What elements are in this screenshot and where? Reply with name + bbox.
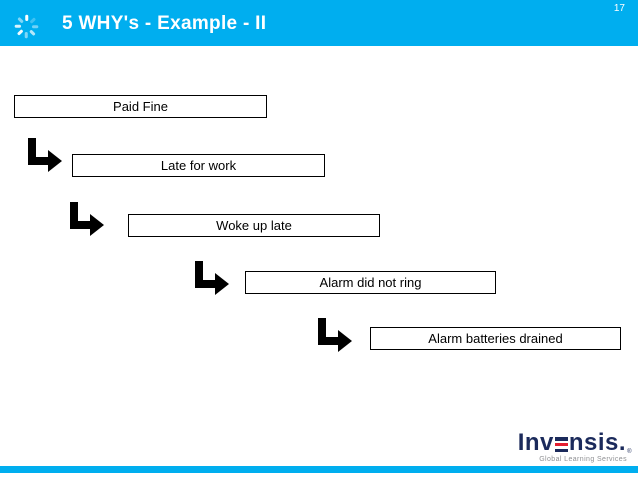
invensis-logo-wordmark: Inv nsis. ® bbox=[517, 429, 632, 456]
registered-mark: ® bbox=[627, 449, 632, 455]
elbow-arrow-icon bbox=[28, 138, 62, 172]
elbow-arrow-icon bbox=[70, 202, 104, 236]
logo-text-suffix: nsis. bbox=[568, 429, 627, 456]
why-box-late-for-work: Late for work bbox=[72, 154, 325, 177]
invensis-logo: Inv nsis. ® Global Learning Services bbox=[517, 429, 632, 464]
slide-title: 5 WHY's - Example - II bbox=[62, 13, 267, 34]
slide-header: 5 WHY's - Example - II 17 bbox=[0, 0, 638, 46]
why-box-label: Alarm batteries drained bbox=[428, 331, 563, 346]
bottom-accent-bar bbox=[0, 466, 638, 473]
stylized-e-icon bbox=[554, 434, 568, 452]
logo-tagline: Global Learning Services bbox=[539, 456, 627, 463]
why-box-paid-fine: Paid Fine bbox=[14, 95, 267, 118]
page-number: 17 bbox=[613, 3, 625, 14]
why-box-alarm-did-not-ring: Alarm did not ring bbox=[245, 271, 496, 294]
elbow-arrow-icon bbox=[195, 261, 229, 295]
why-box-label: Late for work bbox=[160, 158, 237, 173]
why-box-label: Alarm did not ring bbox=[319, 275, 422, 290]
elbow-arrow-icon bbox=[318, 318, 352, 352]
why-box-label: Paid Fine bbox=[113, 99, 168, 114]
why-box-alarm-batteries-drained: Alarm batteries drained bbox=[370, 327, 621, 350]
spinner-icon bbox=[14, 14, 39, 39]
why-box-label: Woke up late bbox=[216, 218, 292, 233]
logo-text-prefix: Inv bbox=[517, 429, 554, 456]
why-box-woke-up-late: Woke up late bbox=[128, 214, 380, 237]
